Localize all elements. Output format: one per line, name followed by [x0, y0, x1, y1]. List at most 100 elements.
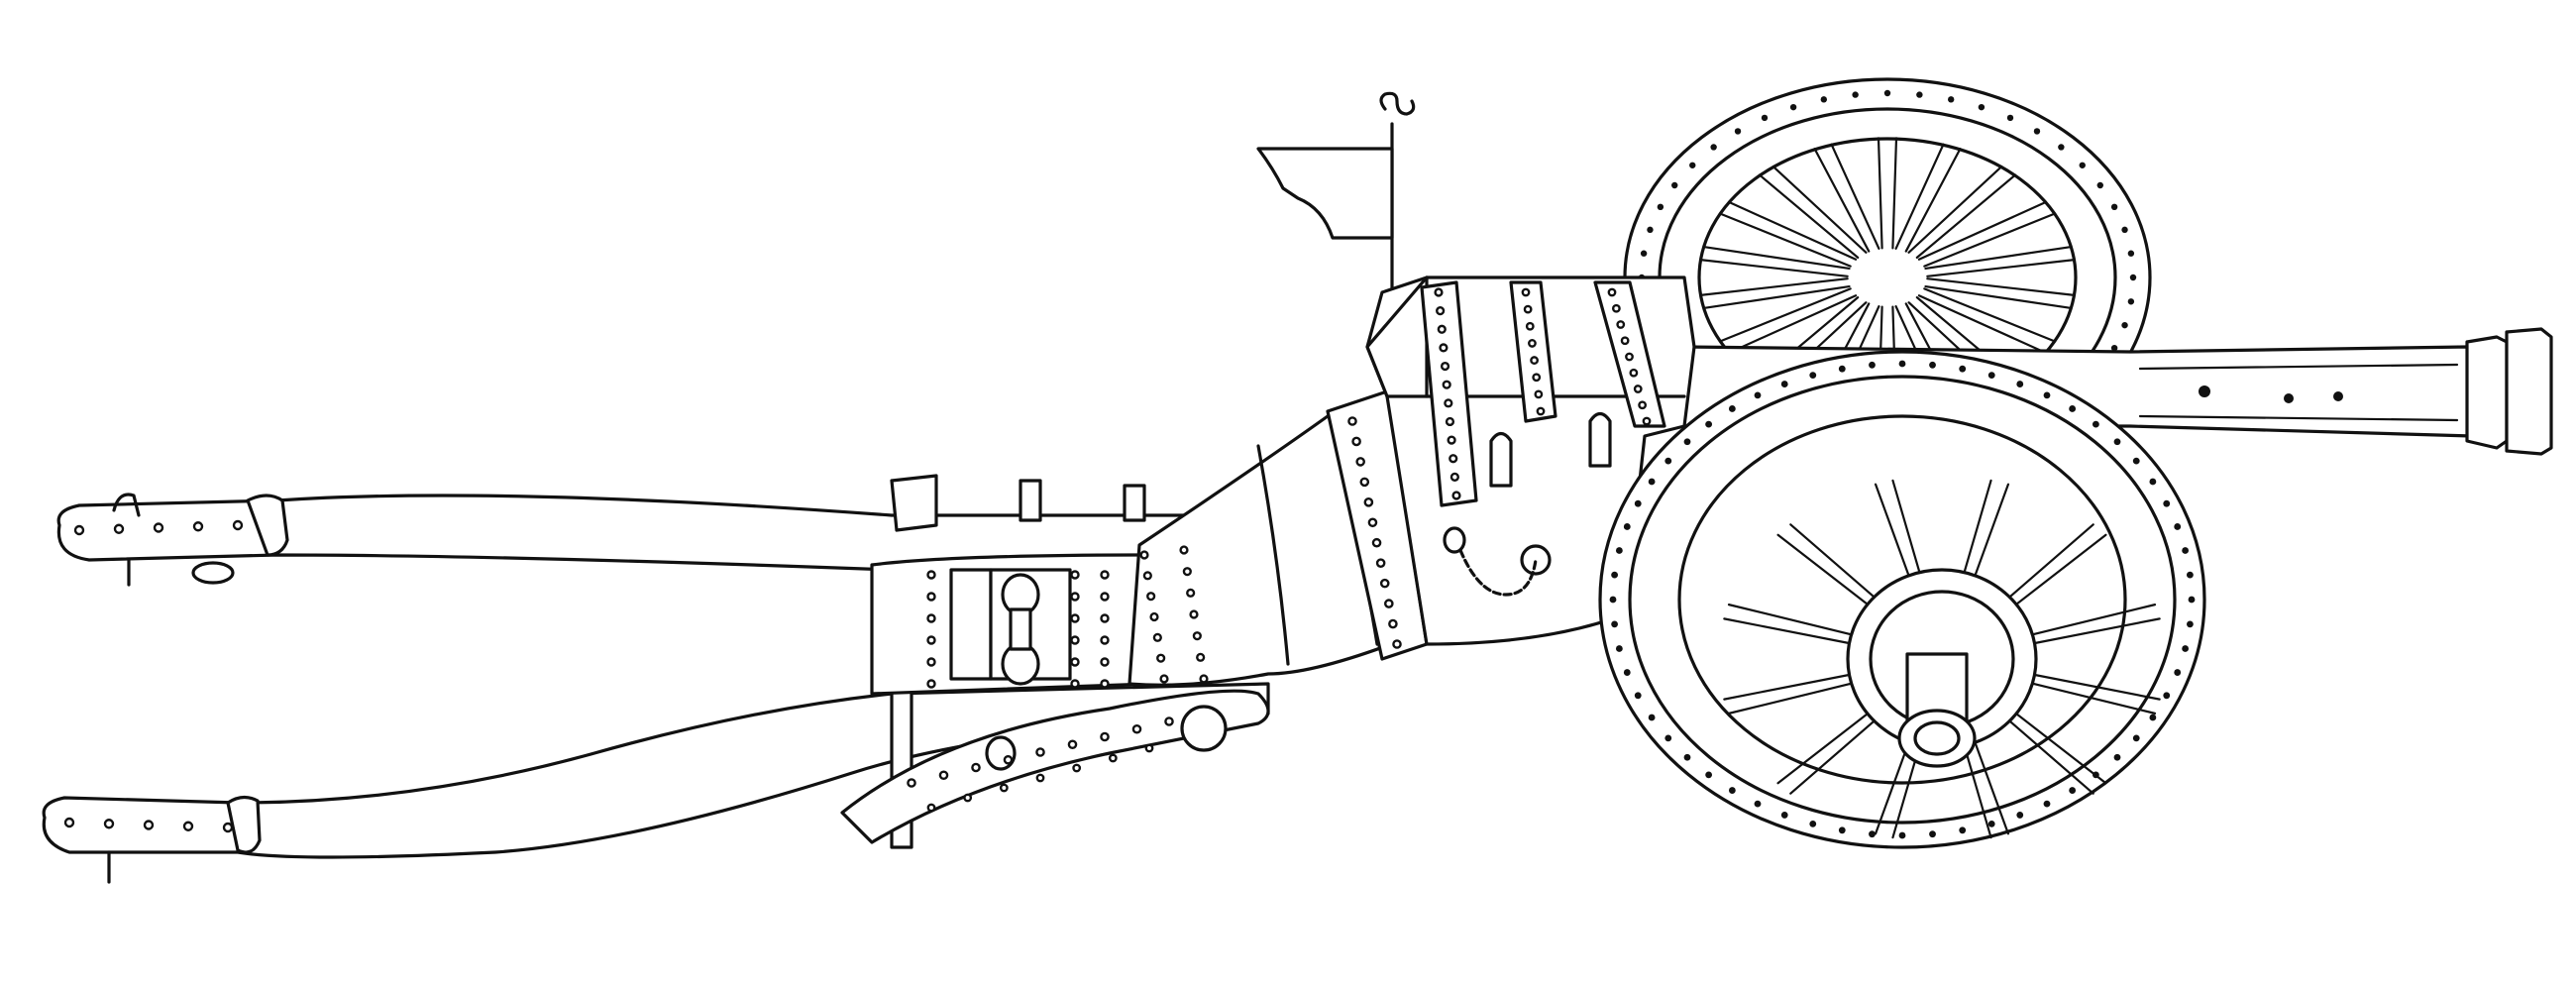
rivet: [1959, 826, 1967, 834]
rivet: [1634, 499, 1642, 507]
wheel-spoke-edge: [1923, 212, 2057, 268]
rivet: [2110, 203, 2118, 211]
rivet: [1620, 336, 1630, 346]
rivet: [1883, 89, 1891, 97]
rivet: [1379, 578, 1390, 589]
rivet: [103, 819, 115, 829]
rivet: [113, 523, 125, 534]
rivet: [182, 821, 194, 831]
rivet: [926, 635, 936, 645]
rivet: [1528, 339, 1537, 348]
rivet: [2016, 812, 2024, 819]
rivet: [1521, 287, 1531, 297]
rivet: [1532, 373, 1542, 383]
rivet: [1070, 657, 1080, 667]
rivet: [1629, 368, 1639, 378]
rivet: [1355, 457, 1365, 467]
rivet: [2092, 420, 2099, 428]
rivet: [1108, 753, 1118, 763]
rivet: [1534, 389, 1544, 399]
wheel-spoke-edge: [2010, 709, 2107, 785]
rivet: [1384, 599, 1394, 608]
wheel-spoke-edge: [1894, 143, 1945, 250]
rivet: [1525, 321, 1535, 331]
rivet: [1789, 103, 1797, 111]
wheel-spoke-edge: [1830, 143, 1880, 250]
rivet: [1536, 406, 1546, 416]
rivet: [1978, 103, 1986, 111]
rivet: [1131, 723, 1142, 734]
rivet: [2006, 114, 2014, 122]
rivet: [1611, 620, 1618, 628]
rivet: [1683, 438, 1691, 446]
wheel-spoke-edge: [1917, 200, 2048, 261]
rivet: [1754, 800, 1762, 808]
rivet: [1186, 588, 1196, 598]
rivet: [1445, 416, 1455, 427]
rivet: [1838, 365, 1846, 373]
wheel-spoke-edge: [1789, 716, 1880, 795]
rivet: [1611, 303, 1621, 313]
wheel-spoke-edge: [1699, 277, 1849, 296]
wheel-spoke-edge: [1727, 200, 1858, 261]
rivet: [1367, 517, 1378, 528]
wheel-spoke-edge: [1915, 173, 2017, 259]
rivet: [1351, 436, 1361, 447]
wheel-spoke-edge: [1727, 604, 1854, 636]
rivet: [1449, 472, 1459, 482]
wheel-spoke-edge: [2033, 617, 2161, 645]
rivet: [1144, 743, 1154, 753]
rivet: [1035, 747, 1045, 757]
rivet: [2174, 523, 2182, 530]
lower-bracket-rivets: [907, 716, 1174, 813]
rivet: [1434, 287, 1444, 297]
rivet: [1615, 547, 1623, 554]
rivet: [1100, 657, 1110, 667]
rivet: [1616, 320, 1626, 329]
rivet: [1196, 652, 1206, 662]
rivet: [2033, 128, 2041, 135]
crossbar-rivets: [926, 570, 1110, 689]
rivet: [2110, 344, 2118, 352]
rivet: [1838, 826, 1846, 834]
rivet: [1100, 679, 1110, 689]
wheel-spoke-edge: [1727, 682, 1854, 715]
rivet: [2174, 669, 2182, 676]
wheel-spoke-edge: [2003, 716, 2094, 795]
rivet: [232, 519, 244, 531]
rivet: [1139, 550, 1149, 560]
rivet: [1987, 820, 1995, 827]
rivet: [2127, 298, 2135, 305]
rivet: [1437, 324, 1447, 334]
lower-shaft-rivets: [63, 817, 234, 833]
rivet: [2182, 645, 2190, 652]
rivet: [1189, 609, 1199, 619]
rivet: [1142, 571, 1152, 581]
wheel-spoke-edge: [1923, 287, 2057, 343]
rivet: [1447, 435, 1456, 445]
wheel-spoke-edge: [1758, 173, 1860, 259]
rivet: [1623, 523, 1631, 530]
rivet: [2121, 226, 2128, 234]
rivet: [1156, 653, 1166, 663]
rivet: [2043, 800, 2051, 808]
rivet: [1070, 635, 1080, 645]
rivet: [1442, 380, 1451, 389]
rivet: [999, 783, 1009, 793]
rivet: [938, 770, 949, 781]
rivet: [926, 570, 936, 580]
wheel-spoke-edge: [1789, 523, 1880, 603]
wheel-spoke-edge: [2030, 604, 2157, 636]
rivet: [1035, 773, 1045, 783]
rivet: [1683, 753, 1691, 761]
rivet: [1623, 669, 1631, 676]
rivet: [1146, 592, 1156, 602]
front-wheel-spokes: [1723, 479, 2161, 839]
rivet: [2079, 162, 2086, 168]
rivet: [907, 778, 916, 788]
wheel-spoke-edge: [1702, 245, 1851, 271]
rivet: [1375, 558, 1386, 568]
rivet: [1363, 497, 1374, 507]
rivet: [1761, 114, 1769, 122]
rivet: [1530, 356, 1539, 365]
